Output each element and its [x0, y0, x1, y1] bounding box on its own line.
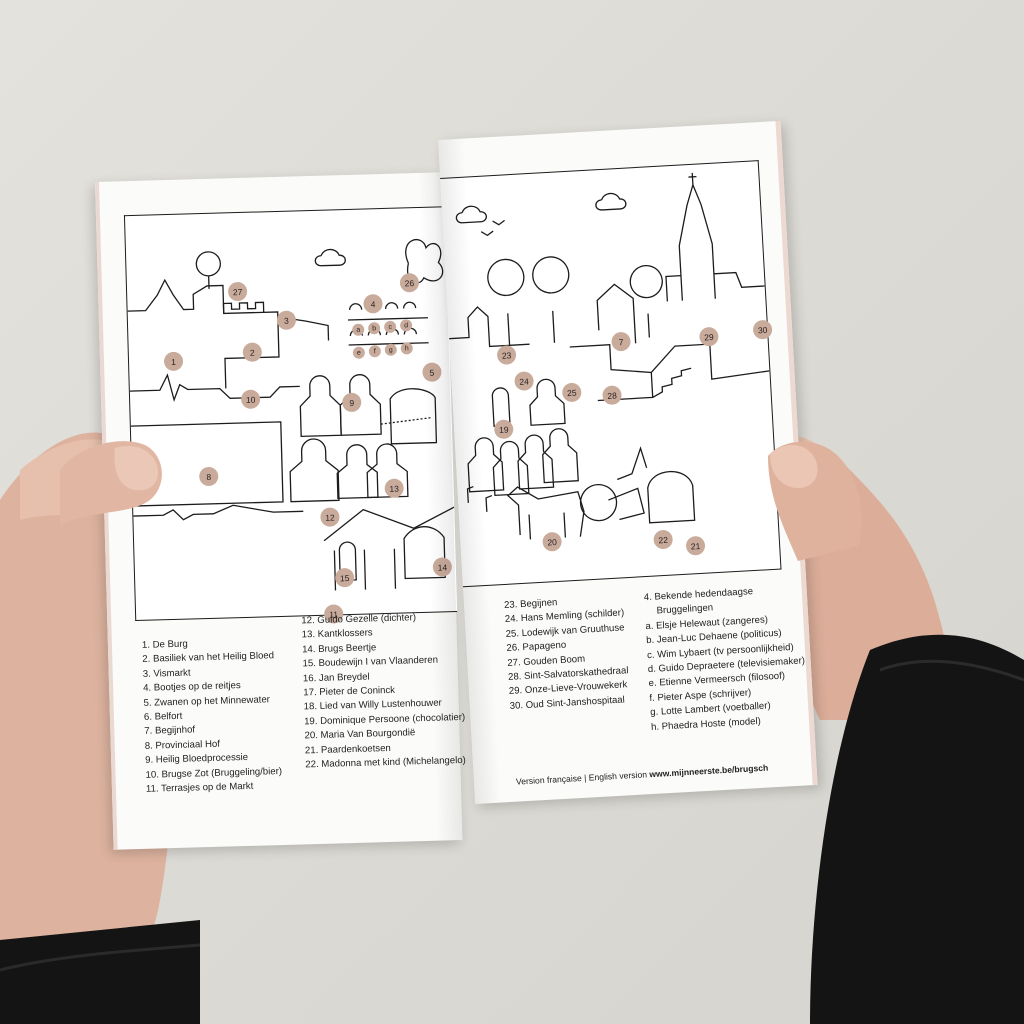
- footer-prefix: Version française | English version: [515, 769, 650, 787]
- right-illustration: [440, 160, 782, 588]
- right-thumb: [768, 441, 862, 561]
- footer-url-link[interactable]: www.mijnneerste.be/brugsch: [649, 762, 769, 780]
- left-illustration: [123, 206, 458, 622]
- right-line-drawing: [449, 172, 770, 540]
- legend-item: 22. Madonna met kind (Michelangelo): [305, 754, 466, 771]
- legend-column-2: 12. Guido Gezelle (dichter) 13. Kantklos…: [301, 610, 466, 773]
- legend-item: 11. Terrasjes op de Markt: [145, 780, 254, 795]
- left-line-drawing: [127, 239, 455, 591]
- footer-version-line: Version française | English version www.…: [516, 763, 769, 787]
- right-hand: [765, 436, 1024, 1024]
- booklet-right-page: 7 19 20 21 22 23 24 25 28 29 30 23. Begi…: [438, 120, 818, 804]
- legend-column-4: 4. Bekende hedendaagse Bruggelingen a. E…: [644, 582, 809, 735]
- legend-column-3: 23. Begijnen 24. Hans Memling (schilder)…: [504, 592, 631, 714]
- booklet-left-page: 1 2 3 4 5 8 9 10 11 12 13 14 15 26 27 a …: [95, 172, 466, 850]
- marker-30: 30: [752, 319, 773, 340]
- left-thumb: [60, 441, 162, 525]
- legend-column-1: 1. De Burg 2. Basiliek van het Heilig Bl…: [142, 635, 283, 797]
